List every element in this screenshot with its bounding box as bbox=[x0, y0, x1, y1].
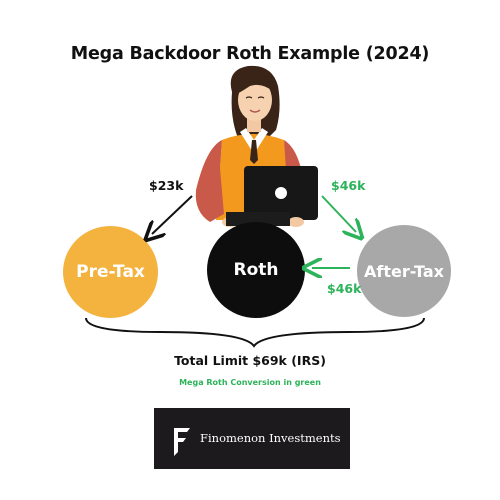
aftertax-amount: $46k bbox=[331, 178, 366, 193]
aftertax-label: After-Tax bbox=[364, 261, 444, 281]
arrow-to-aftertax bbox=[321, 195, 356, 232]
conversion-note: Mega Roth Conversion in green bbox=[179, 378, 321, 387]
finomenon-logo: Finomenon Investments bbox=[154, 408, 350, 469]
total-limit: Total Limit $69k (IRS) bbox=[174, 353, 326, 368]
roth-label: Roth bbox=[233, 260, 279, 280]
aftertax-circle: After-Tax bbox=[357, 225, 451, 317]
finomenon-f-icon bbox=[174, 428, 190, 456]
arrow-to-pretax bbox=[152, 195, 193, 234]
logo-name: Finomenon Investments bbox=[200, 431, 341, 445]
conversion-amount: $46k bbox=[327, 281, 362, 296]
pretax-label: Pre-Tax bbox=[76, 262, 145, 282]
total-brace bbox=[85, 317, 425, 348]
roth-circle: Roth bbox=[207, 222, 305, 318]
page-title: Mega Backdoor Roth Example (2024) bbox=[70, 44, 430, 64]
pretax-circle: Pre-Tax bbox=[63, 226, 158, 318]
pretax-amount: $23k bbox=[149, 178, 184, 193]
